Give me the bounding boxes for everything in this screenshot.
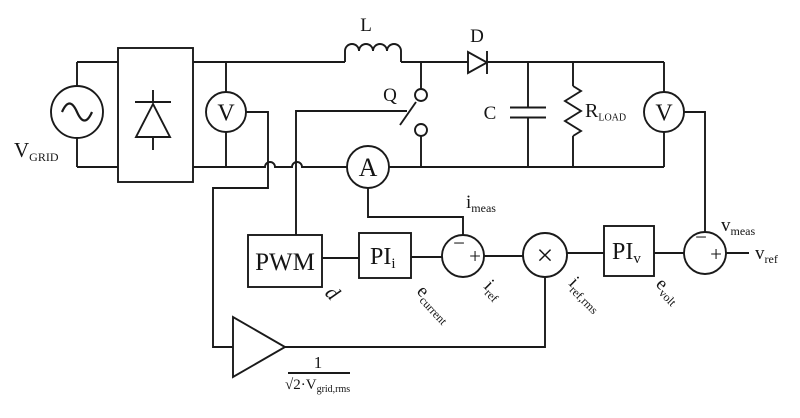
grid-voltage-tap-wire [212, 111, 269, 348]
ammeter [346, 145, 390, 189]
switch-label: Q [383, 85, 397, 106]
gain-output-wire [285, 278, 546, 348]
duty-label: d [320, 281, 345, 306]
inductor-coil [344, 43, 402, 62]
i-ref-label: iref [478, 276, 507, 305]
capacitor-branch [510, 62, 546, 167]
i-ref-rms-label: iref,rms [563, 273, 607, 317]
e-volt-label: evolt [650, 274, 686, 310]
e-current-label: ecurrent [411, 281, 457, 328]
voltage-sum-minus-sign: − [695, 225, 707, 249]
i-meas-label: imeas [466, 192, 496, 215]
pi-current-block [358, 232, 412, 279]
voltage-sum-junction [683, 231, 727, 275]
switch-top-contact [414, 88, 428, 102]
rectifier-box [117, 47, 194, 183]
sine-icon [60, 102, 94, 122]
switch-bottom-contact [414, 123, 428, 137]
v-meas-label: vmeas [721, 215, 755, 238]
capacitor-label: C [484, 103, 497, 124]
gain-block-triangle [232, 315, 287, 379]
gain-numerator-label: 1 [314, 353, 323, 372]
input-voltmeter [205, 91, 247, 133]
switch-blade [399, 101, 417, 126]
i-meas-wire [367, 188, 464, 235]
input-voltmeter-letter: V [217, 101, 235, 127]
current-sum-plus-sign: + [469, 244, 481, 268]
multiplier-junction [522, 232, 568, 278]
pi-current-label: PIi [370, 244, 396, 272]
boost-diode [467, 50, 489, 75]
ammeter-letter: A [359, 153, 378, 182]
rload-label: RLOAD [585, 100, 626, 124]
load-resistor-branch [563, 62, 583, 167]
output-voltmeter [643, 91, 685, 133]
multiplier-symbol: × [537, 239, 554, 272]
v-ref-label: vref [755, 243, 778, 266]
bottom-rail [77, 161, 664, 168]
vgrid-label: VGRID [14, 138, 59, 164]
voltage-sum-plus-sign: + [710, 242, 722, 266]
current-sum-minus-sign: − [453, 231, 465, 255]
rectifier-diode-icon [134, 90, 172, 150]
gate-drive-wire [295, 110, 407, 235]
pi-voltage-label: PIv [612, 239, 641, 267]
pwm-label: PWM [255, 249, 315, 276]
v-meas-wire [684, 111, 706, 232]
diode-label: D [470, 26, 484, 47]
wires [76, 43, 749, 374]
current-sum-junction [441, 234, 485, 278]
pwm-block [247, 234, 323, 288]
pi-voltage-block [603, 225, 655, 277]
gain-denominator-label: √2·Vgrid,rms [285, 377, 350, 395]
inductor-label: L [360, 15, 372, 36]
output-voltmeter-letter: V [655, 101, 673, 127]
